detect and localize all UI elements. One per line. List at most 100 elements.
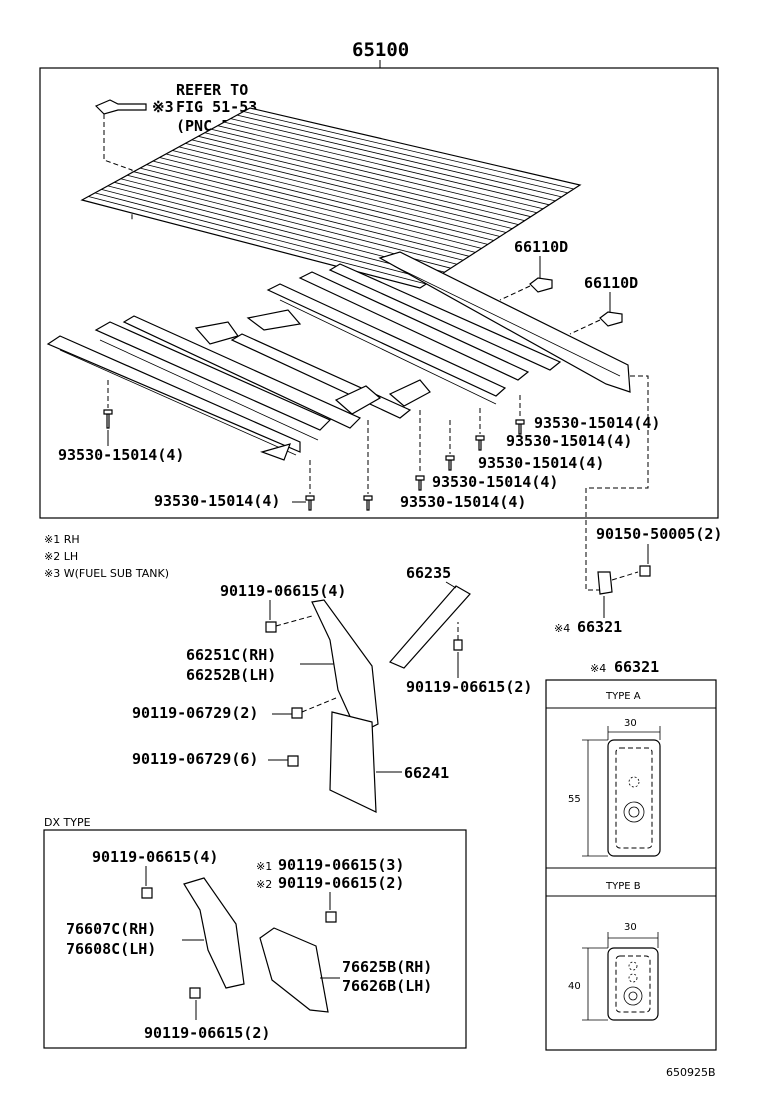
floor-rib: [211, 128, 544, 210]
floor-rib: [159, 157, 494, 241]
dx-label-1: 90119-06615(4): [92, 848, 218, 866]
dx-label-2-mark: ※1: [256, 860, 272, 873]
label-bolt-c: 93530-15014(4): [400, 493, 526, 511]
floor-rib: [101, 188, 439, 277]
type-b-title: TYPE B: [605, 881, 641, 892]
floor-rib: [178, 146, 513, 229]
dx-bolt-1: [141, 887, 153, 899]
dx-label-5: 76608C(LH): [66, 940, 156, 958]
floor-rib: [152, 160, 488, 245]
bolt-90119-b: [453, 639, 463, 651]
leader-66235: [445, 581, 457, 589]
type-a-title: TYPE A: [605, 691, 641, 702]
label-90119-a: 90119-06615(4): [220, 582, 346, 600]
label-bolt-r1: 93530-15014(4): [534, 414, 660, 432]
label-66321-mark: ※4: [554, 622, 570, 635]
main-frame: [39, 67, 719, 519]
dash-66110d-a: [499, 285, 531, 301]
floor-rib: [165, 153, 501, 237]
floor-rib: [191, 139, 525, 222]
types-header-mark: ※4: [590, 662, 606, 675]
label-90119-c: 90119-06729(2): [132, 704, 258, 722]
dx-guard-76625b: [259, 927, 329, 1013]
hook-66321: [597, 571, 613, 595]
floor-rib: [140, 167, 476, 253]
label-66235: 66235: [406, 564, 451, 582]
brace-66235: [389, 585, 471, 669]
clip-66110d-b: [599, 311, 623, 327]
floor-rib: [133, 171, 470, 257]
floor-rib: [185, 142, 519, 226]
floor-rib: [198, 135, 531, 218]
label-bolt-l1: 93530-15014(4): [58, 446, 184, 464]
dx-label-8: 90119-06615(2): [144, 1024, 270, 1042]
label-66110d-a: 66110D: [514, 238, 568, 256]
fuel-tank-bracket: [94, 99, 147, 115]
label-90119-d: 90119-06729(6): [132, 750, 258, 768]
mud-flap-66241: [329, 711, 377, 813]
floor-rib: [94, 192, 433, 281]
label-90119-b: 90119-06615(2): [406, 678, 532, 696]
dash-90119-c: [301, 697, 337, 713]
dx-label-6: 76625B(RH): [342, 958, 432, 976]
dx-label-7: 76626B(LH): [342, 977, 432, 995]
label-bolt-r2: 93530-15014(4): [506, 432, 632, 450]
type-b-width: 30: [624, 922, 637, 933]
note-1: ※1 RH: [44, 533, 80, 546]
types-frame: [545, 679, 717, 1051]
label-90150: 90150-50005(2): [596, 525, 722, 543]
floor-rib: [146, 164, 482, 249]
type-a-height: 55: [568, 794, 581, 805]
label-66110d-b: 66110D: [584, 274, 638, 292]
bolt-icons: [103, 409, 525, 511]
label-bolt-l2: 93530-15014(4): [154, 492, 280, 510]
type-a-width: 30: [624, 718, 637, 729]
label-bolt-r3: 93530-15014(4): [478, 454, 604, 472]
bed-floor-panel: [80, 107, 582, 289]
refer-note-mark: ※3: [152, 98, 174, 116]
note-2: ※2 LH: [44, 550, 78, 563]
bolt-90150: [639, 565, 651, 577]
label-66251c: 66251C(RH): [186, 646, 276, 664]
label-66321: 66321: [577, 618, 622, 636]
floor-rib: [204, 132, 538, 214]
bolt-90119-a: [265, 621, 277, 633]
dash-90119-a: [275, 615, 313, 627]
refer-note-line2: FIG 51-53: [176, 98, 257, 116]
dx-bolt-2: [325, 911, 337, 923]
dash-to-66321: [585, 375, 649, 591]
floor-rib: [172, 150, 507, 233]
floor-rib: [224, 121, 556, 202]
floor-rib: [217, 125, 550, 206]
label-66252b: 66252B(LH): [186, 666, 276, 684]
floor-rib: [230, 118, 562, 198]
note-3: ※3 W(FUEL SUB TANK): [44, 567, 169, 580]
main-part-number: 65100: [352, 39, 409, 61]
bracket-dash-line: [103, 114, 133, 222]
dash-90150: [611, 571, 639, 581]
floor-rib: [127, 174, 464, 261]
dx-label-2: 90119-06615(3): [278, 856, 404, 874]
refer-note-line1: REFER TO: [176, 81, 248, 99]
type-a-drawing: [582, 726, 661, 857]
type-b-drawing: [582, 932, 659, 1021]
clip-66110d-a: [529, 277, 553, 293]
bolt-90119-d: [287, 755, 299, 767]
floor-rib: [88, 196, 427, 285]
floor-rib: [243, 111, 574, 190]
bed-cross-sills: [46, 251, 631, 461]
dx-bolt-3: [189, 987, 201, 999]
bracket-66251c: [311, 599, 379, 735]
bolt-90119-c: [291, 707, 303, 719]
type-b-height: 40: [568, 981, 581, 992]
label-bolt-r4: 93530-15014(4): [432, 473, 558, 491]
dx-bracket-76607c: [183, 877, 245, 989]
dx-label-3-mark: ※2: [256, 878, 272, 891]
dash-66110d-b: [569, 319, 601, 335]
dx-frame: [43, 829, 467, 1049]
dx-label-3: 90119-06615(2): [278, 874, 404, 892]
figure-code: 650925B: [666, 1066, 716, 1079]
label-66241: 66241: [404, 764, 449, 782]
dx-label-4: 76607C(RH): [66, 920, 156, 938]
